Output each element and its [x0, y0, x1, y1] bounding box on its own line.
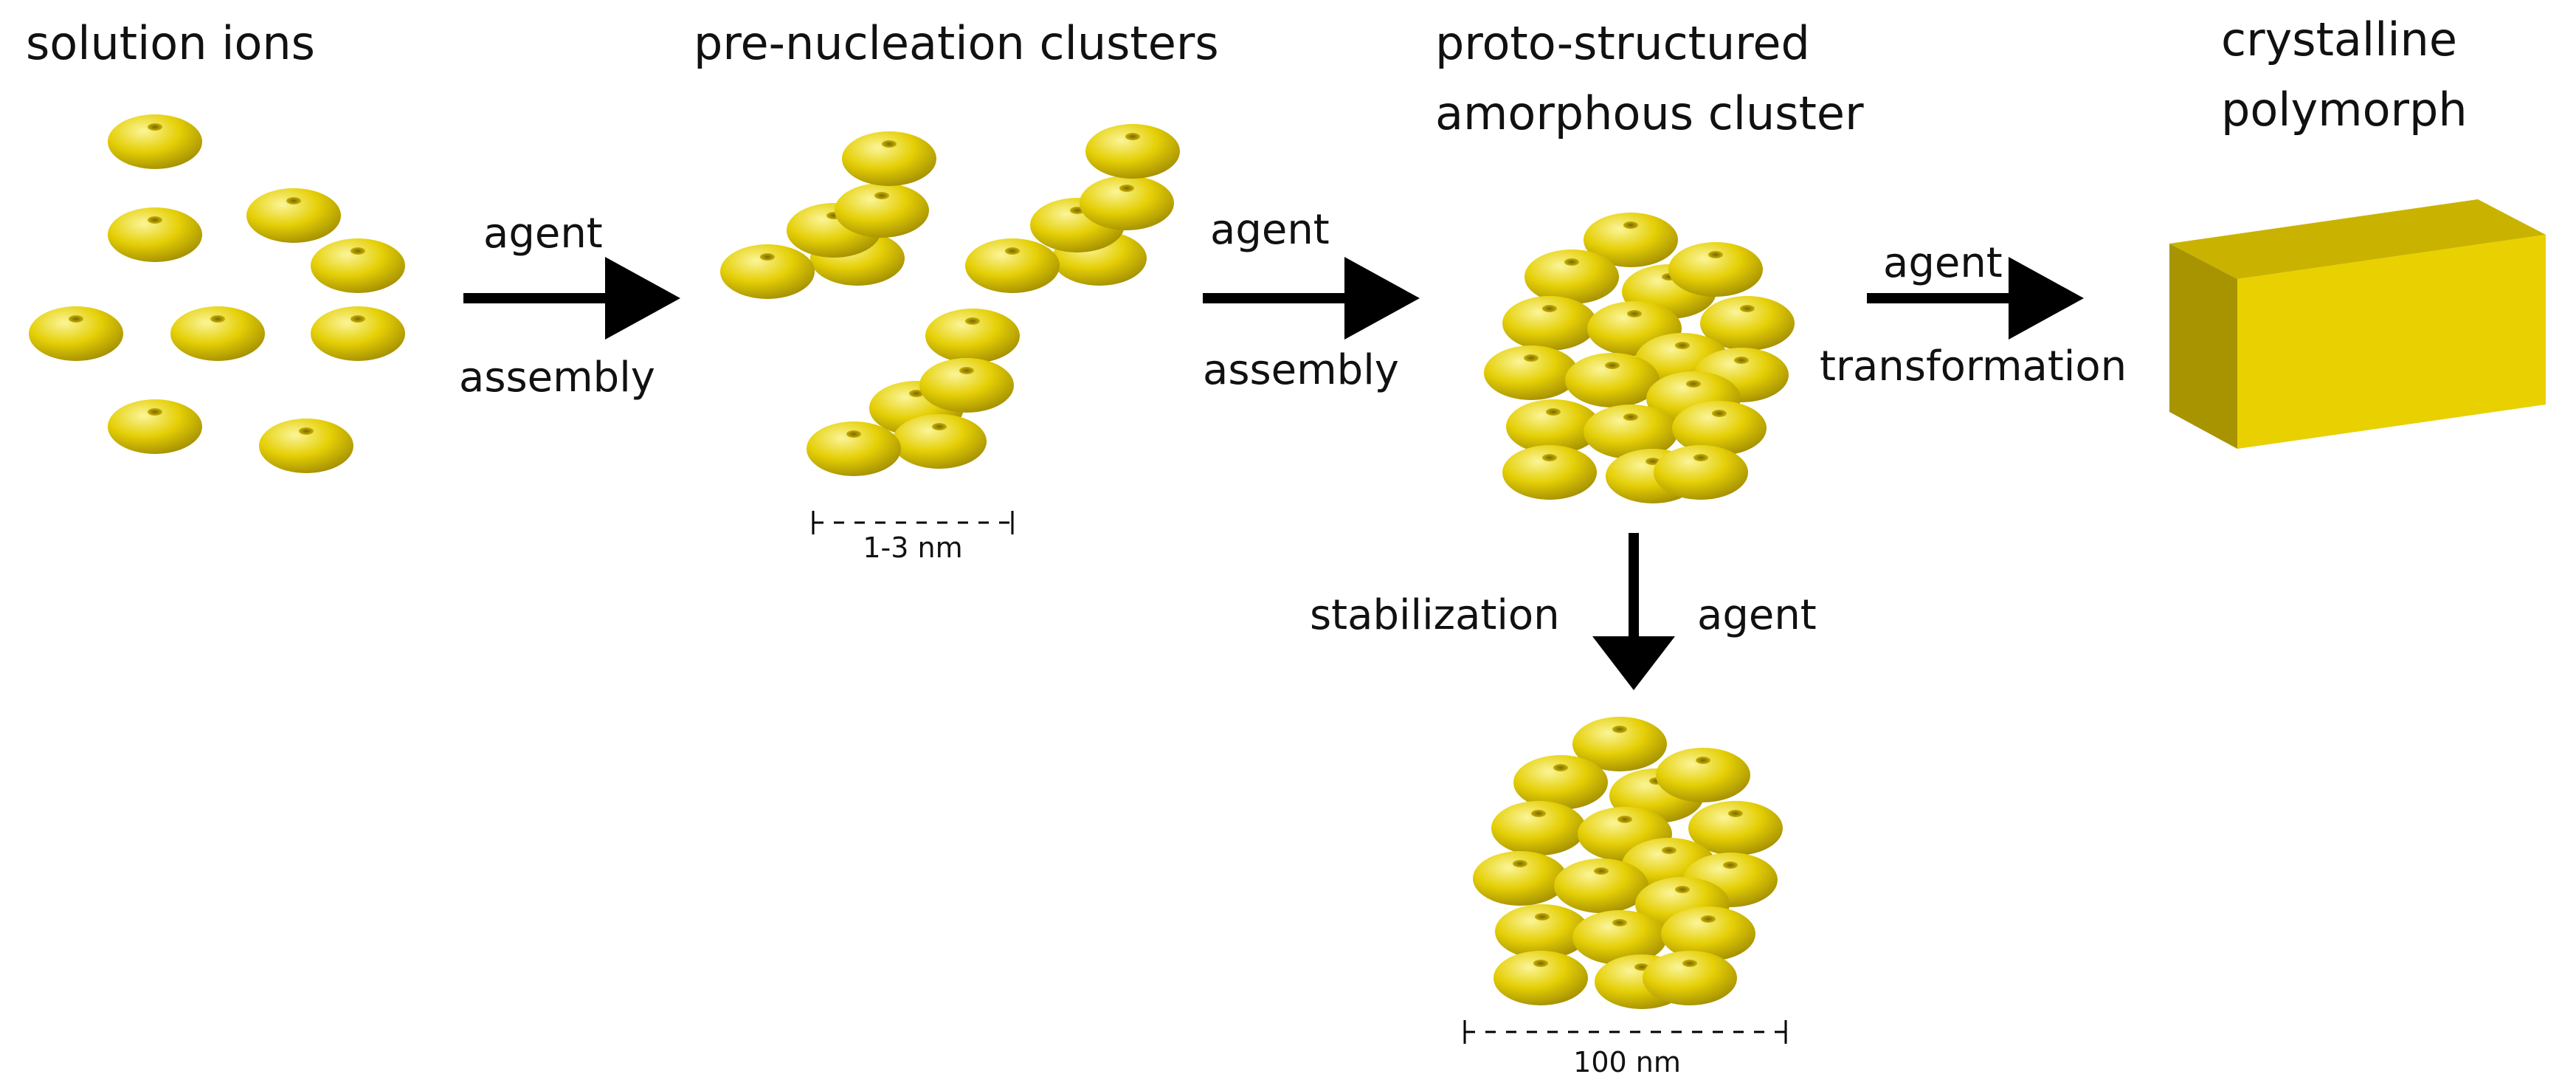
stage-title-proto-structured: proto-structured: [1435, 16, 1810, 70]
ion-particle: [1513, 755, 1608, 810]
ion-particle: [170, 306, 265, 361]
ion-particle: [842, 131, 936, 186]
ion-particle: [720, 244, 815, 299]
arrow3-agent-label: agent: [1883, 239, 2003, 287]
ion-particle: [1524, 249, 1619, 304]
ion-particle: [108, 207, 202, 262]
ion-particle: [1643, 951, 1737, 1005]
pre-nucleation-clusters-group: [720, 124, 1180, 476]
stage-title-pre-nucleation-clusters: pre-nucleation clusters: [694, 16, 1219, 70]
ion-particle: [1494, 951, 1588, 1005]
stage-title-solution-ions: solution ions: [26, 16, 315, 70]
ion-particle: [1656, 748, 1750, 802]
arrow-stabilization: [1592, 533, 1675, 690]
ion-particle: [965, 238, 1060, 293]
arrow-down-stabilization-label: stabilization: [1310, 591, 1560, 639]
solution-ions-group: [29, 114, 405, 473]
ion-particle: [29, 306, 123, 361]
arrow1-assembly-label: assembly: [459, 354, 655, 402]
ion-particle: [1668, 242, 1763, 297]
ion-particle: [919, 358, 1014, 413]
arrow1-agent-label: agent: [483, 210, 603, 258]
amorphous-cluster-group: [1484, 213, 1795, 503]
scale-bar-pnc: [812, 511, 1014, 534]
ion-particle: [259, 419, 353, 473]
stage-title-polymorph: polymorph: [2221, 83, 2468, 137]
ion-particle: [1080, 176, 1174, 230]
ion-particle: [311, 306, 405, 361]
arrow2-agent-label: agent: [1210, 206, 1330, 254]
ion-particle: [892, 414, 987, 469]
ion-particle: [1502, 445, 1597, 500]
arrow-transformation: [1867, 257, 2084, 340]
stage-title-crystalline: crystalline: [2221, 13, 2457, 66]
ion-particle: [925, 309, 1020, 363]
ion-particle: [1654, 445, 1748, 500]
ion-particle: [1085, 124, 1180, 179]
stabilized-cluster-group: [1473, 717, 1783, 1009]
ion-particle: [1554, 858, 1648, 913]
ion-particle: [807, 421, 901, 476]
ion-particle: [1473, 851, 1567, 906]
ion-particle: [108, 399, 202, 454]
ion-particle: [1565, 353, 1660, 407]
ion-particle: [108, 114, 202, 169]
scale-label-stabilized: 100 nm: [1573, 1046, 1681, 1078]
ion-particle: [835, 183, 929, 238]
arrow2-assembly-label: assembly: [1203, 346, 1399, 394]
crystal-block: [2169, 199, 2546, 449]
arrow3-transformation-label: transformation: [1820, 343, 2127, 390]
ion-particle: [311, 238, 405, 293]
ion-particle: [1491, 801, 1586, 856]
scale-bar-stabilized: [1463, 1020, 1787, 1044]
arrow-down-agent-label: agent: [1697, 591, 1817, 639]
ion-particle: [246, 188, 341, 243]
scale-label-pnc: 1-3 nm: [863, 531, 962, 564]
stage-title-amorphous-cluster: amorphous cluster: [1435, 86, 1864, 140]
ion-particle: [1502, 296, 1597, 351]
arrow-assembly-1: [463, 257, 680, 340]
arrow-assembly-2: [1203, 257, 1420, 340]
ion-particle: [1484, 345, 1578, 400]
